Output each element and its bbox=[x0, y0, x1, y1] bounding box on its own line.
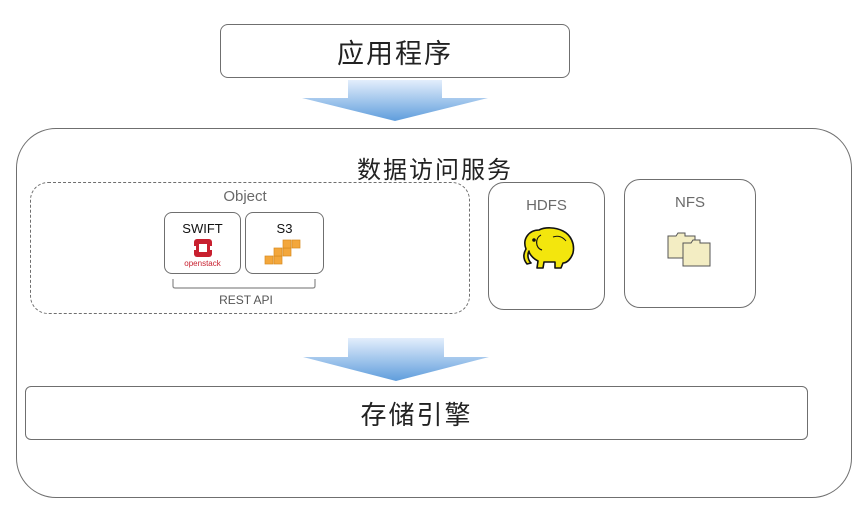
storage-engine-box: 存储引擎 bbox=[25, 386, 808, 440]
swift-card: SWIFT openstack bbox=[164, 212, 241, 274]
hdfs-card: HDFS bbox=[488, 182, 605, 310]
data-access-service-title: 数据访问服务 bbox=[357, 156, 513, 184]
object-storage-group bbox=[30, 182, 470, 314]
nfs-card: NFS bbox=[624, 179, 756, 308]
s3-card: S3 bbox=[245, 212, 324, 274]
application-label: 应用程序 bbox=[337, 38, 453, 70]
openstack-icon bbox=[193, 239, 213, 257]
aws-icon bbox=[264, 239, 301, 265]
rest-api-bracket bbox=[172, 279, 316, 289]
hdfs-label: HDFS bbox=[526, 197, 567, 214]
object-group-title: Object bbox=[223, 188, 267, 205]
application-box: 应用程序 bbox=[220, 24, 570, 78]
rest-api-label: REST API bbox=[219, 293, 273, 307]
hadoop-elephant-icon bbox=[523, 227, 575, 269]
folder-icon bbox=[667, 232, 711, 267]
nfs-label: NFS bbox=[675, 194, 705, 211]
arrow-down-icon bbox=[303, 338, 489, 381]
storage-engine-label: 存储引擎 bbox=[360, 400, 473, 431]
openstack-brand-text: openstack bbox=[184, 259, 221, 268]
swift-label: SWIFT bbox=[182, 221, 223, 236]
arrow-down-icon bbox=[302, 80, 488, 121]
s3-label: S3 bbox=[276, 221, 293, 236]
